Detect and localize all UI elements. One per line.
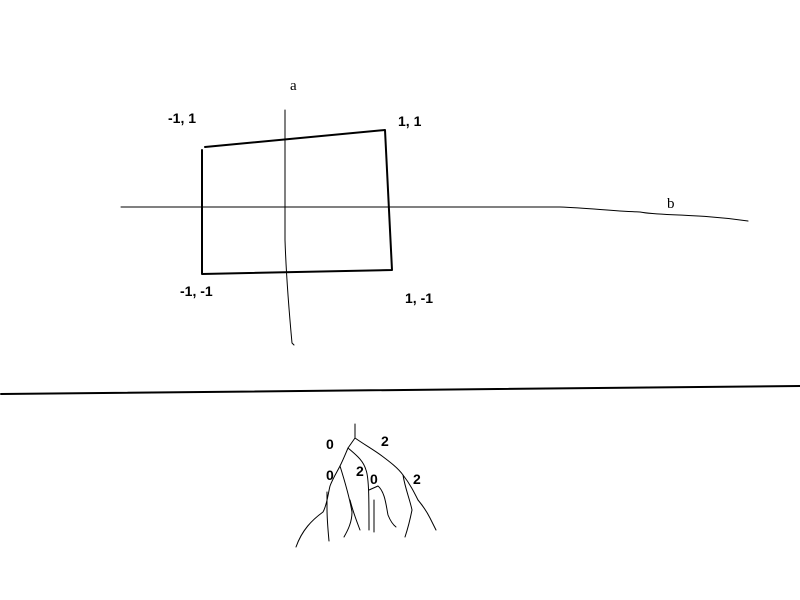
tree-branch-root [347, 423, 356, 449]
tree-label-5: 0 [370, 471, 378, 487]
tree-label-4: 2 [356, 463, 364, 479]
game-tree-sketch: 0 2 0 2 0 2 [295, 423, 437, 548]
corner-label-top-right: 1, 1 [398, 113, 422, 129]
quadrilateral-sketch: a b -1, 1 1, 1 -1, -1 1, -1 [120, 78, 749, 346]
tree-branch-left [295, 447, 349, 548]
tree-branch-center [347, 447, 370, 531]
axis-label-a: a [290, 78, 297, 94]
divider-line [0, 385, 800, 395]
tree-branch-right-outer [417, 499, 437, 531]
tree-branch-left-mid-inner [349, 499, 361, 531]
vertical-axis-a [284, 109, 295, 346]
tree-branch-right-inner [402, 474, 413, 538]
tree-branch-right [354, 437, 419, 501]
tree-label-3: 0 [326, 467, 334, 483]
tree-branch-left-inner [326, 491, 330, 542]
corner-label-bottom-left: -1, -1 [180, 283, 213, 299]
axis-label-b: b [667, 196, 675, 212]
tree-branch-center-right [368, 485, 397, 528]
tree-branch-left-mid [339, 465, 353, 538]
tree-label-1: 0 [326, 436, 334, 452]
corner-label-bottom-right: 1, -1 [405, 290, 433, 306]
tree-label-2: 2 [381, 433, 389, 449]
quadrilateral-outline [201, 129, 393, 275]
tree-label-6: 2 [413, 471, 421, 487]
horizontal-axis-b [120, 206, 749, 222]
corner-label-top-left: -1, 1 [168, 110, 196, 126]
